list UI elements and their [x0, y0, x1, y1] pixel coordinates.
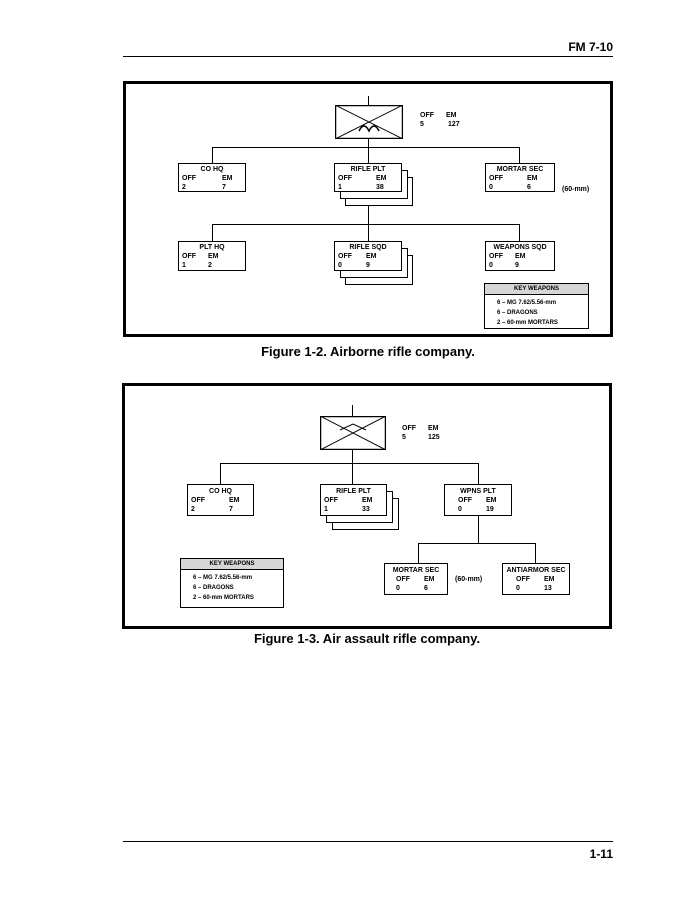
key-weapon-item: 2 – 60-mm MORTARS	[497, 320, 558, 326]
key-weapons-legend: KEY WEAPONS 6 – MG 7.62/5.56-mm 6 – DRAG…	[484, 283, 589, 329]
mortar-caliber-note: (60-mm)	[455, 576, 483, 583]
mortar-caliber-note: (60-mm)	[562, 186, 590, 193]
company-symbol-stem	[352, 405, 353, 417]
connector	[418, 543, 419, 563]
connector	[368, 139, 369, 147]
connector	[352, 450, 353, 463]
figure-1-3-caption: Figure 1-3. Air assault rifle company.	[253, 631, 481, 646]
connector	[535, 543, 536, 563]
airborne-company-symbol	[335, 105, 403, 139]
connector	[478, 516, 479, 543]
connector	[212, 224, 213, 241]
connector	[220, 463, 221, 484]
company-symbol-stem	[368, 96, 369, 106]
connector	[519, 224, 520, 241]
connector	[352, 463, 353, 484]
page-number: 1-11	[589, 847, 613, 861]
key-weapon-item: 6 – MG 7.62/5.56-mm	[193, 575, 253, 581]
header-rule	[123, 56, 613, 57]
key-weapons-title: KEY WEAPONS	[485, 284, 588, 295]
connector	[478, 463, 479, 484]
connector	[368, 206, 369, 224]
key-weapon-item: 2 – 60-mm MORTARS	[193, 595, 254, 601]
connector	[212, 147, 213, 163]
connector	[519, 147, 520, 163]
connector	[212, 224, 519, 225]
connector	[220, 463, 478, 464]
key-weapon-item: 6 – MG 7.62/5.56-mm	[497, 300, 557, 306]
connector	[368, 224, 369, 241]
figure-1-2-caption: Figure 1-2. Airborne rifle company.	[261, 344, 475, 359]
air-assault-company-symbol	[320, 416, 386, 450]
key-weapon-item: 6 – DRAGONS	[193, 585, 234, 591]
footer-rule	[123, 841, 613, 842]
connector	[418, 543, 535, 544]
key-weapons-legend: KEY WEAPONS 6 – MG 7.62/5.56-mm 6 – DRAG…	[180, 558, 284, 608]
key-weapons-title: KEY WEAPONS	[181, 559, 283, 570]
connector	[368, 147, 369, 163]
connector	[212, 147, 519, 148]
key-weapon-item: 6 – DRAGONS	[497, 310, 538, 316]
manual-number: FM 7-10	[568, 40, 613, 54]
